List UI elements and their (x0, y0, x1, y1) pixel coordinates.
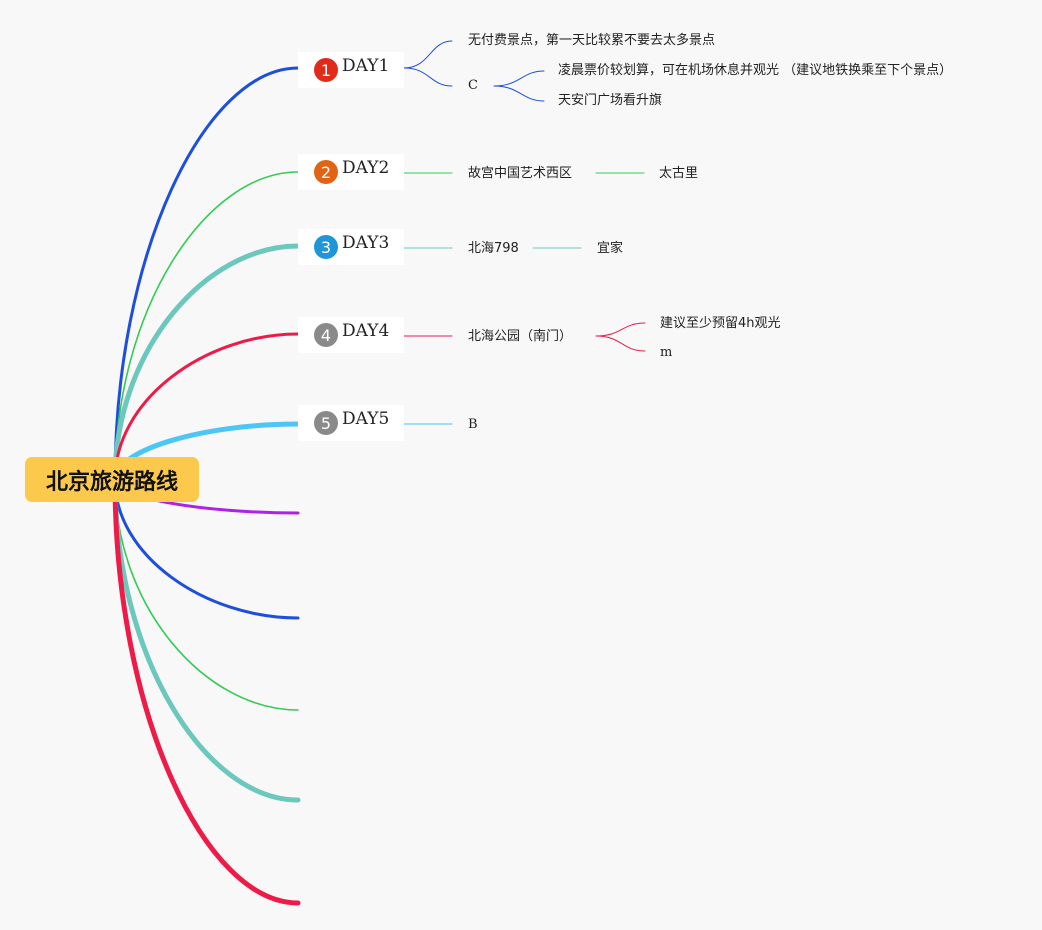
day1-note[interactable]: 无付费景点，第一天比较累不要去太多景点 (468, 33, 716, 48)
day5-item[interactable]: B (468, 417, 478, 432)
link-c-item-2 (493, 85, 545, 102)
day4-item[interactable]: 北海公园（南门） (468, 329, 573, 344)
link-day1-c (403, 67, 453, 87)
day-label-3: DAY3 (342, 233, 390, 253)
branch-day1 (113, 66, 300, 482)
day-node-4[interactable]: 4 DAY4 (298, 317, 404, 353)
day1-c-item-1[interactable]: 凌晨票价较划算，可在机场休息并观光 （建议地铁换乘至下个景点） (558, 63, 953, 78)
branch-empty-5 (112, 477, 301, 906)
day-label-2: DAY2 (342, 158, 390, 178)
day1-branch-c[interactable]: C (468, 78, 478, 93)
day-node-5[interactable]: 5 DAY5 (298, 405, 404, 441)
branch-empty-3 (114, 479, 299, 711)
day-node-3[interactable]: 3 DAY3 (298, 229, 404, 265)
link-day4-subitem-2 (595, 335, 646, 352)
branch-empty-2 (113, 478, 300, 620)
branch-empty-4 (112, 477, 301, 803)
day-node-1[interactable]: 1 DAY1 (298, 52, 404, 88)
day2-subitem[interactable]: 太古里 (659, 166, 699, 181)
day2-item[interactable]: 故宫中国艺术西区 (468, 166, 573, 181)
day-label-5: DAY5 (342, 409, 390, 429)
link-c-item-1 (493, 70, 545, 87)
day4-subitem-2[interactable]: m (660, 345, 673, 360)
link-day4-subitem-1 (595, 322, 646, 337)
day3-item[interactable]: 北海798 (468, 241, 519, 256)
link-day1-note (403, 40, 453, 69)
number-badge-4-icon: 4 (314, 323, 338, 347)
day3-subitem[interactable]: 宜家 (597, 241, 624, 256)
number-badge-1-icon: 1 (314, 58, 338, 82)
branch-day2 (114, 171, 299, 481)
branch-day4 (113, 332, 300, 482)
number-badge-5-icon: 5 (314, 411, 338, 435)
day1-c-item-2[interactable]: 天安门广场看升旗 (558, 93, 663, 108)
day-label-4: DAY4 (342, 321, 390, 341)
branch-day3 (112, 243, 301, 483)
root-topic[interactable]: 北京旅游路线 (25, 457, 199, 502)
day-label-1: DAY1 (342, 56, 390, 76)
number-badge-2-icon: 2 (314, 160, 338, 184)
day-node-2[interactable]: 2 DAY2 (298, 154, 404, 190)
number-badge-3-icon: 3 (314, 235, 338, 259)
day4-subitem-1[interactable]: 建议至少预留4h观光 (660, 316, 781, 331)
root-topic-label: 北京旅游路线 (45, 469, 178, 495)
